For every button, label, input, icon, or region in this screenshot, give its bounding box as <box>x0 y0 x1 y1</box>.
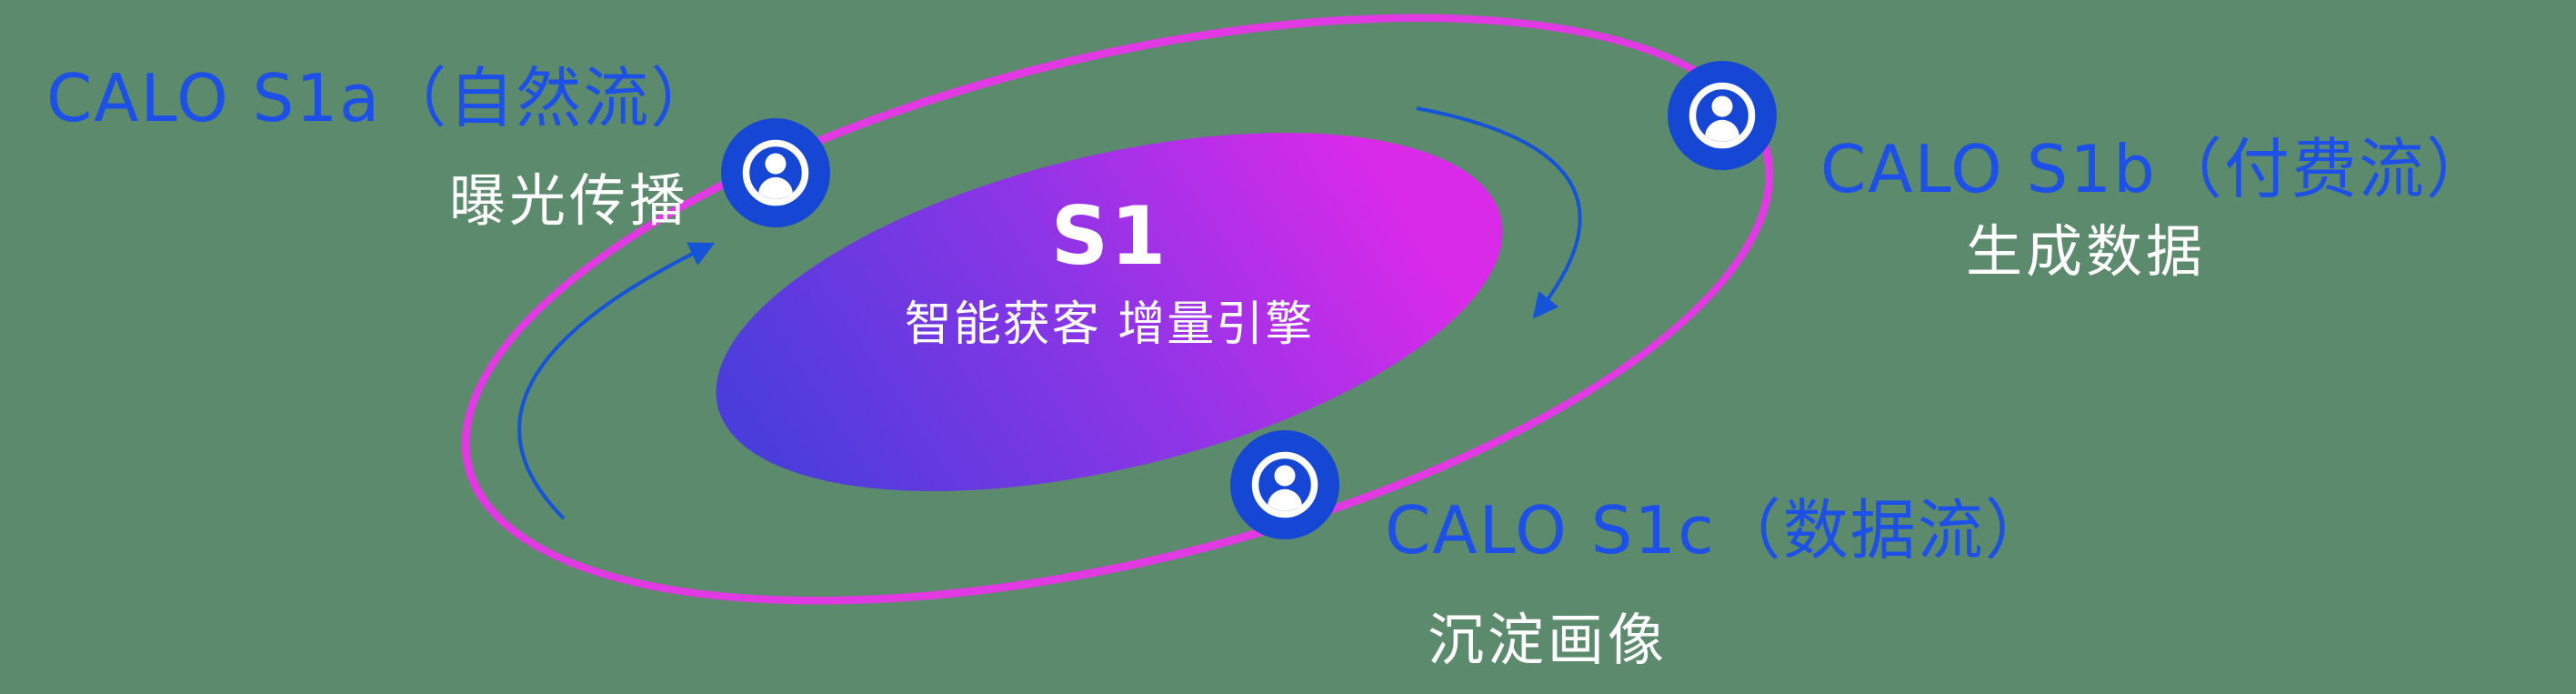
core-text: S1 智能获客 增量引擎 <box>791 193 1428 354</box>
person-icon <box>1668 61 1777 170</box>
core-title: S1 <box>1050 189 1168 283</box>
node-s1c <box>1230 430 1339 539</box>
label-s1b-heading: CALO S1b（付费流） <box>1820 131 2493 207</box>
label-s1c-subtitle: 沉淀画像 <box>1428 607 1669 673</box>
person-icon <box>721 118 830 227</box>
node-s1a <box>721 118 830 227</box>
label-s1a-heading: CALO S1a（自然流） <box>46 60 718 136</box>
node-s1b <box>1668 61 1777 170</box>
label-s1b-subtitle: 生成数据 <box>1966 218 2207 285</box>
label-s1a-subtitle: 曝光传播 <box>449 167 690 234</box>
core-subtitle: 智能获客 增量引擎 <box>904 297 1315 352</box>
person-icon <box>1230 430 1339 539</box>
label-s1c-heading: CALO S1c（数据流） <box>1385 492 2052 568</box>
